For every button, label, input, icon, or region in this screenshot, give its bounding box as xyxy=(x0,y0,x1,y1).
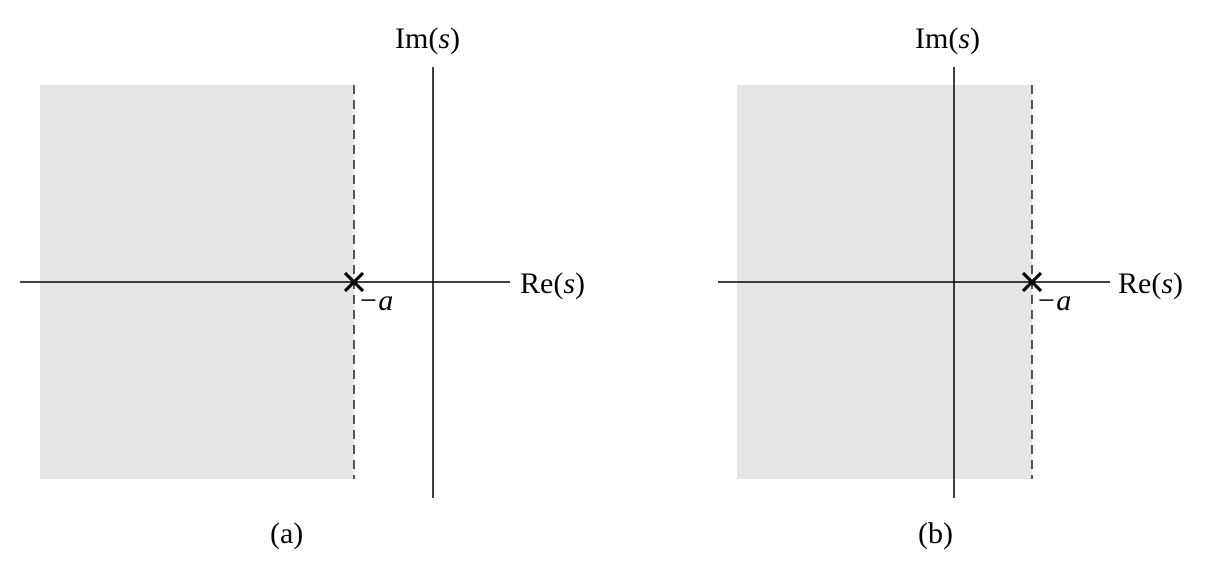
caption: (b) xyxy=(918,517,953,550)
pole-label: −a xyxy=(358,284,393,317)
real-axis-label: Re(s) xyxy=(520,267,585,300)
imaginary-axis-label: Im(s) xyxy=(915,22,980,55)
pole-label: −a xyxy=(1036,284,1071,317)
real-axis-label: Re(s) xyxy=(1118,267,1183,300)
pole-cross-icon xyxy=(343,271,365,293)
panel-b: −a Re(s) Im(s) (b) xyxy=(718,22,1183,550)
imaginary-axis-label: Im(s) xyxy=(395,22,460,55)
caption: (a) xyxy=(270,517,303,550)
panel-a: −a Re(s) Im(s) (a) xyxy=(20,22,585,550)
pole-cross-icon xyxy=(1021,271,1043,293)
